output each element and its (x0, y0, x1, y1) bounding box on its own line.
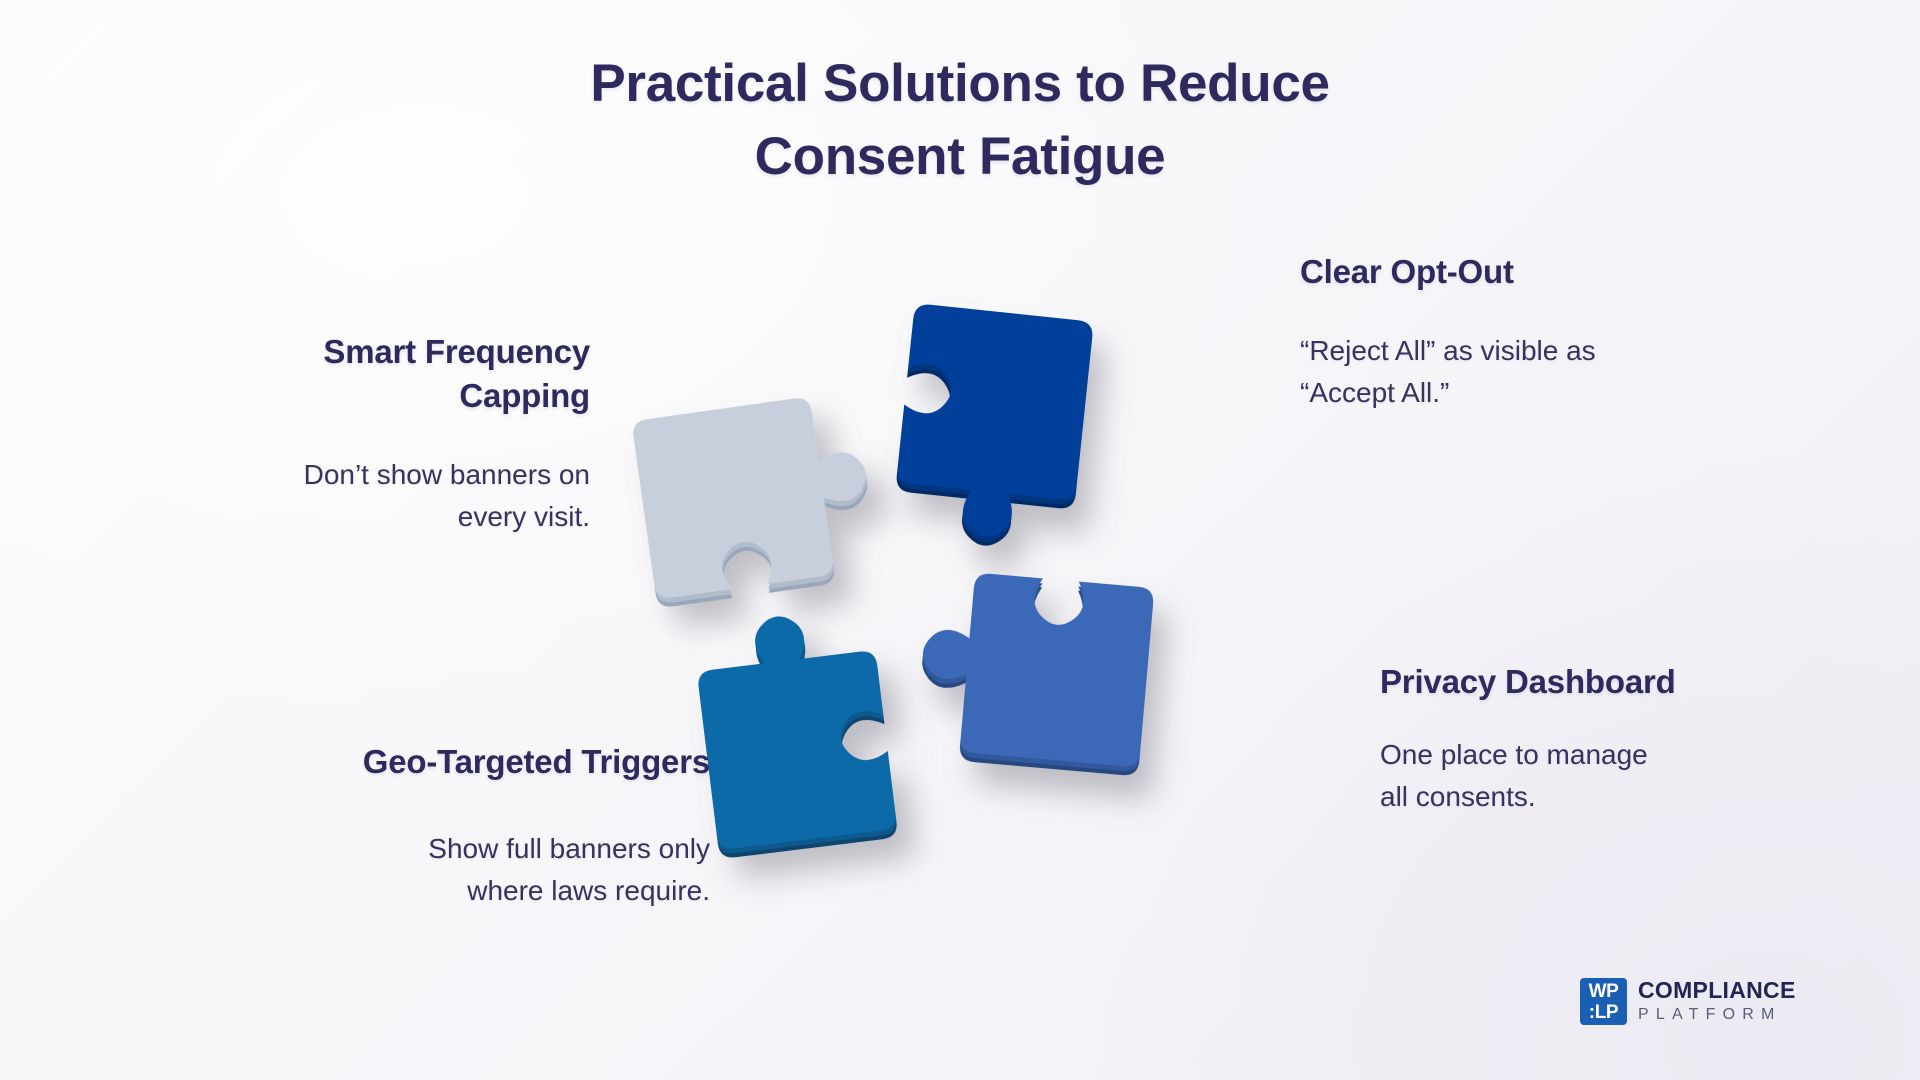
puzzle-piece-bottom-right (913, 568, 1155, 777)
feature-body-line-1: One place to manage (1380, 738, 1648, 770)
page-title-line-1: Practical Solutions to Reduce (590, 54, 1330, 113)
feature-block-clear-opt-out: Clear Opt-Out “Reject All” as visible as… (1300, 250, 1780, 414)
feature-heading-geo-targeted-triggers: Geo-Targeted Triggers (120, 740, 710, 784)
feature-body-smart-frequency-capping: Don’t show banners on every visit. (120, 454, 590, 538)
feature-heading-line-1: Privacy Dashboard (1380, 663, 1676, 700)
feature-heading-smart-frequency-capping: Smart Frequency Capping (120, 330, 590, 418)
feature-body-line-1: “Reject All” as visible as (1300, 334, 1596, 366)
feature-body-privacy-dashboard: One place to manage all consents. (1380, 734, 1880, 818)
brand-logo-wordmark: COMPLIANCE PLATFORM (1638, 978, 1796, 1024)
feature-body-line-2: “Accept All.” (1300, 376, 1450, 408)
four-piece-interlocking-puzzle-graphic (631, 303, 1285, 920)
puzzle-piece-top-left (631, 390, 881, 609)
spacer (120, 418, 590, 454)
feature-heading-line-1: Smart Frequency (323, 333, 590, 370)
feature-body-line-1: Don’t show banners on (303, 458, 590, 490)
spacer (1380, 704, 1880, 734)
feature-body-line-2: every visit. (457, 500, 590, 532)
logo-mark-line-2: :LP (1588, 1001, 1619, 1023)
spacer (1300, 294, 1780, 330)
feature-body-geo-targeted-triggers: Show full banners only where laws requir… (120, 828, 710, 912)
wplp-logo-mark-icon: WP :LP (1580, 978, 1627, 1025)
feature-heading-line-1: Geo-Targeted Triggers (362, 743, 710, 780)
feature-block-privacy-dashboard: Privacy Dashboard One place to manage al… (1380, 660, 1880, 818)
feature-body-line-2: where laws require. (467, 874, 710, 906)
feature-body-line-2: all consents. (1380, 780, 1536, 812)
brand-logo: WP :LP COMPLIANCE PLATFORM (1580, 978, 1796, 1025)
feature-heading-line-2: Capping (459, 376, 590, 414)
feature-heading-privacy-dashboard: Privacy Dashboard (1380, 660, 1880, 704)
puzzle-piece-bottom-left (691, 605, 899, 860)
logo-mark-line-1: WP (1588, 980, 1619, 1002)
feature-body-line-1: Show full banners only (428, 832, 710, 864)
feature-block-smart-frequency-capping: Smart Frequency Capping Don’t show banne… (120, 330, 591, 538)
feature-heading-line-1: Clear Opt-Out (1300, 253, 1514, 290)
page-title: Practical Solutions to Reduce Consent Fa… (0, 48, 1920, 193)
brand-name-platform: PLATFORM (1638, 1006, 1782, 1024)
feature-heading-clear-opt-out: Clear Opt-Out (1300, 250, 1780, 294)
page-title-line-2: Consent Fatigue (754, 126, 1166, 186)
feature-body-clear-opt-out: “Reject All” as visible as “Accept All.” (1300, 330, 1780, 414)
spacer (120, 784, 710, 828)
puzzle-piece-top-right (890, 303, 1094, 555)
brand-name-compliance: COMPLIANCE (1638, 977, 1796, 1004)
feature-block-geo-targeted-triggers: Geo-Targeted Triggers Show full banners … (120, 740, 710, 912)
